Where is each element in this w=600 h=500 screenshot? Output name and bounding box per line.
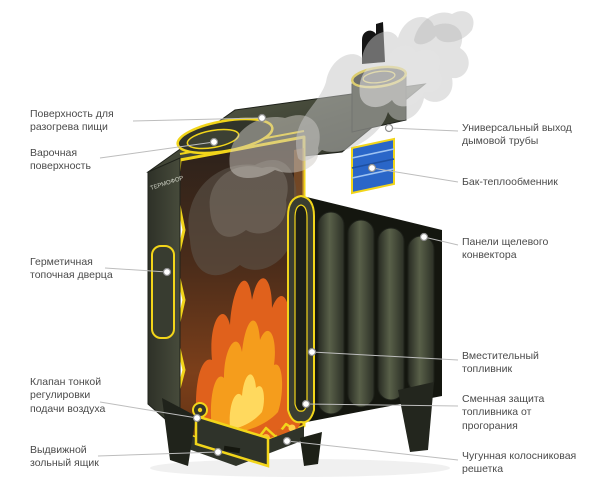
label-firebox: Вместительный топливник: [462, 350, 539, 376]
ash-box: [194, 414, 270, 468]
marker-dot: [282, 436, 292, 446]
leader-line: [423, 236, 459, 246]
leader-line: [104, 267, 168, 273]
label-heat-exchanger-tank: Бак-теплообменник: [462, 176, 558, 188]
label-cast-iron-grate: Чугунная колосниковая решетка: [462, 450, 577, 476]
leader-lines: [97, 117, 459, 461]
leader-line: [311, 351, 459, 361]
label-firebox-door: Герметичная топочная дверца: [30, 256, 113, 282]
label-food-heating-surface: Поверхность для разогрева пищи: [30, 108, 114, 134]
leader-line: [97, 451, 219, 457]
interior-smoke: [188, 160, 297, 276]
leader-line: [388, 127, 459, 132]
firebox-door: [151, 245, 175, 339]
marker-dot: [301, 399, 311, 409]
convector-rib-cut: [287, 194, 315, 424]
label-chimney-outlet: Универсальный выход дымовой трубы: [462, 122, 572, 148]
marker-dot: [384, 123, 394, 133]
marker-dot: [307, 347, 317, 357]
leader-line: [132, 117, 263, 122]
leader-line: [305, 403, 459, 407]
leader-line: [99, 401, 198, 419]
leader-line: [99, 141, 215, 159]
marker-dot: [213, 447, 223, 457]
label-air-valve: Клапан тонкой регулировки подачи воздуха: [30, 376, 106, 415]
front-strip: ТЕРМОФОР: [147, 157, 184, 434]
marker-dot: [209, 137, 219, 147]
ground-shadow: [150, 459, 450, 477]
marker-dot: [419, 232, 429, 242]
label-firebox-liner: Сменная защита топливника от прогорания: [462, 393, 545, 432]
leader-line: [371, 167, 459, 183]
marker-dots: [162, 113, 429, 457]
label-ash-box: Выдвижной зольный ящик: [30, 444, 99, 470]
label-cooking-surface: Варочная поверхность: [30, 147, 91, 173]
smoke: [229, 11, 474, 179]
marker-dot: [192, 413, 202, 423]
flames: [195, 278, 303, 441]
stove-base: [180, 426, 304, 466]
leader-line: [286, 440, 459, 461]
legs: [162, 382, 434, 466]
label-convector-panels: Панели щелевого конвектора: [462, 236, 549, 262]
marker-dot: [257, 113, 267, 123]
marker-dot: [367, 163, 377, 173]
marker-dot: [162, 267, 172, 277]
